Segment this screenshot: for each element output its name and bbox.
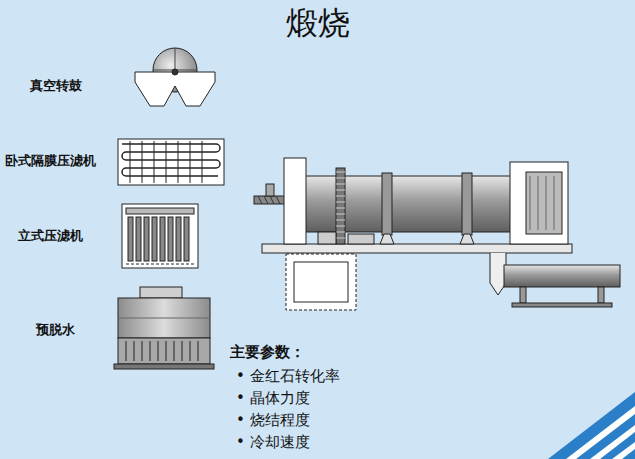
vacuum-drum — [135, 48, 215, 106]
parameter-item: • 金红石转化率 — [236, 367, 340, 385]
parameter-item: • 烧结程度 — [236, 411, 310, 429]
equipment-label: 真空转鼓 — [30, 78, 82, 94]
horizontal-filter-press — [118, 139, 224, 185]
equipment-label: 预脱水 — [36, 322, 75, 338]
pre-dewatering-unit — [114, 287, 214, 369]
equipment-label: 卧式隔膜压滤机 — [5, 153, 96, 169]
parameter-item: • 冷却速度 — [236, 433, 310, 451]
corner-decoration — [548, 392, 635, 459]
parameter-heading: 主要参数： — [230, 343, 305, 361]
vertical-filter-press — [122, 204, 198, 268]
page-title: 煅烧 — [286, 4, 350, 42]
equipment-label: 立式压滤机 — [18, 228, 83, 244]
rotary-kiln — [254, 158, 620, 310]
parameter-item: • 晶体力度 — [236, 389, 310, 407]
